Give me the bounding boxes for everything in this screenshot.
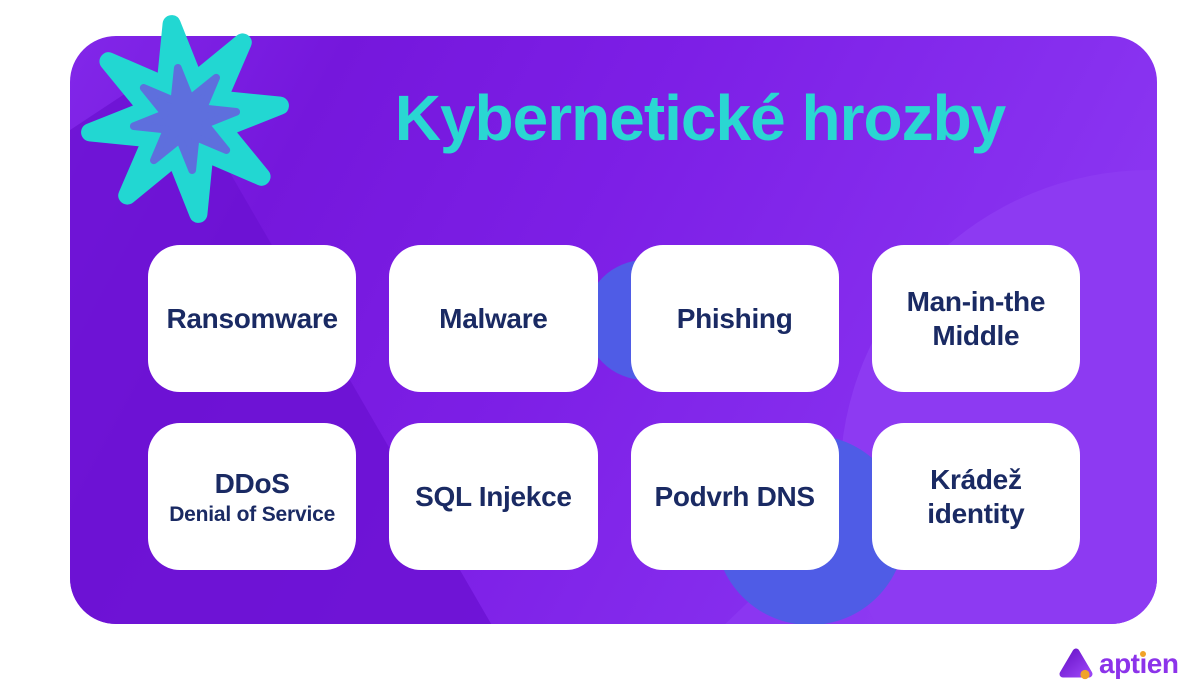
- card-title: Man-in-the Middle: [906, 286, 1046, 351]
- card-man-in-the-middle: Man-in-the Middle: [871, 245, 1080, 392]
- card-title: Podvrh DNS: [654, 480, 815, 512]
- card-title: Phishing: [676, 302, 793, 334]
- starburst-icon: [81, 15, 289, 223]
- page-title: Kybernetické hrozby: [394, 82, 1007, 154]
- logo-i-dot-icon: [1140, 651, 1147, 657]
- card-subtitle: Denial of Service: [169, 502, 336, 526]
- card-title: SQL Injekce: [415, 480, 572, 512]
- card-ddos: DDoS Denial of Service: [148, 423, 357, 570]
- card-title: Malware: [439, 302, 548, 334]
- aptien-triangle-icon: [1059, 648, 1093, 680]
- logo-letter-i: ı: [1139, 648, 1148, 680]
- card-title: DDoS: [214, 467, 290, 499]
- logo-i-stem: ı: [1139, 648, 1148, 679]
- card-title: Krádež identity: [927, 464, 1025, 529]
- card-ransomware: Ransomware: [148, 245, 357, 392]
- card-phishing: Phishing: [630, 245, 839, 392]
- aptien-logo: apt ı en: [1058, 642, 1179, 686]
- aptien-logo-text: apt ı en: [1099, 648, 1179, 680]
- card-sql-injekce: SQL Injekce: [389, 423, 598, 570]
- card-malware: Malware: [389, 245, 598, 392]
- card-kradez-identity: Krádež identity: [871, 423, 1080, 570]
- threat-cards-grid: Ransomware Malware Phishing Man-in-the M…: [148, 245, 1080, 570]
- logo-text-part1: apt: [1099, 648, 1140, 679]
- card-title: Ransomware: [166, 302, 338, 334]
- background-slide: Kybernetické hrozby Ransomware Malware P…: [70, 36, 1157, 624]
- card-podvrh-dns: Podvrh DNS: [630, 423, 839, 570]
- logo-text-part2: en: [1146, 648, 1179, 679]
